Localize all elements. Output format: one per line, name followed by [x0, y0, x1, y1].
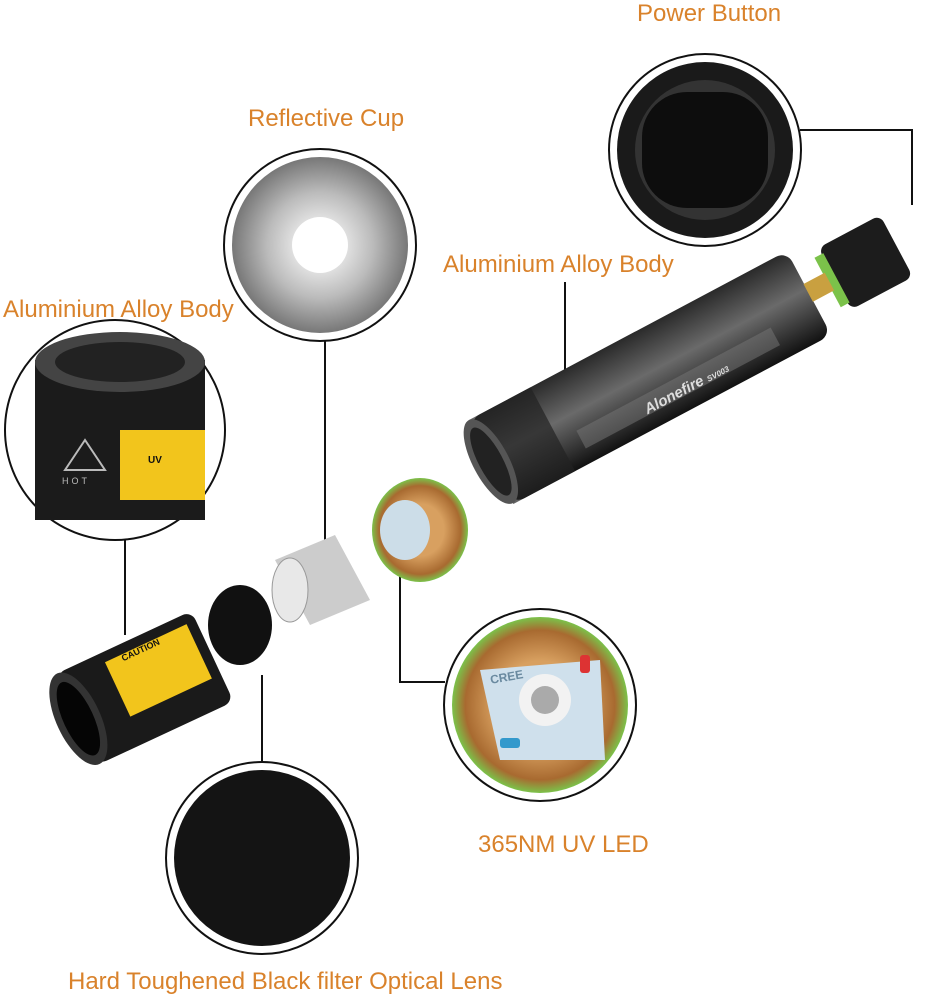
connector-lines	[124, 129, 913, 765]
label-body-cap: Aluminium Alloy Body	[3, 296, 234, 323]
label-uv-led: 365NM UV LED	[478, 831, 649, 858]
reflective-cup-callout	[223, 148, 417, 342]
lens-disc	[208, 585, 272, 665]
label-power-button: Power Button	[637, 0, 782, 27]
led-module	[372, 478, 468, 582]
label-reflective-cup: Reflective Cup	[248, 105, 405, 132]
lens-callout	[165, 761, 359, 955]
flashlight-body	[463, 255, 828, 504]
front-cap	[49, 614, 231, 765]
tail-cap	[803, 217, 911, 308]
label-body-main: Aluminium Alloy Body	[443, 251, 674, 278]
cap-body-callout	[4, 319, 226, 541]
uv-led-callout	[443, 608, 637, 802]
label-lens: Hard Toughened Black filter Optical Lens	[68, 968, 503, 995]
hot-mark: HOT	[62, 476, 90, 486]
reflector	[271, 535, 370, 625]
uv-mark: UV	[148, 455, 162, 466]
power-button-callout	[608, 53, 802, 247]
